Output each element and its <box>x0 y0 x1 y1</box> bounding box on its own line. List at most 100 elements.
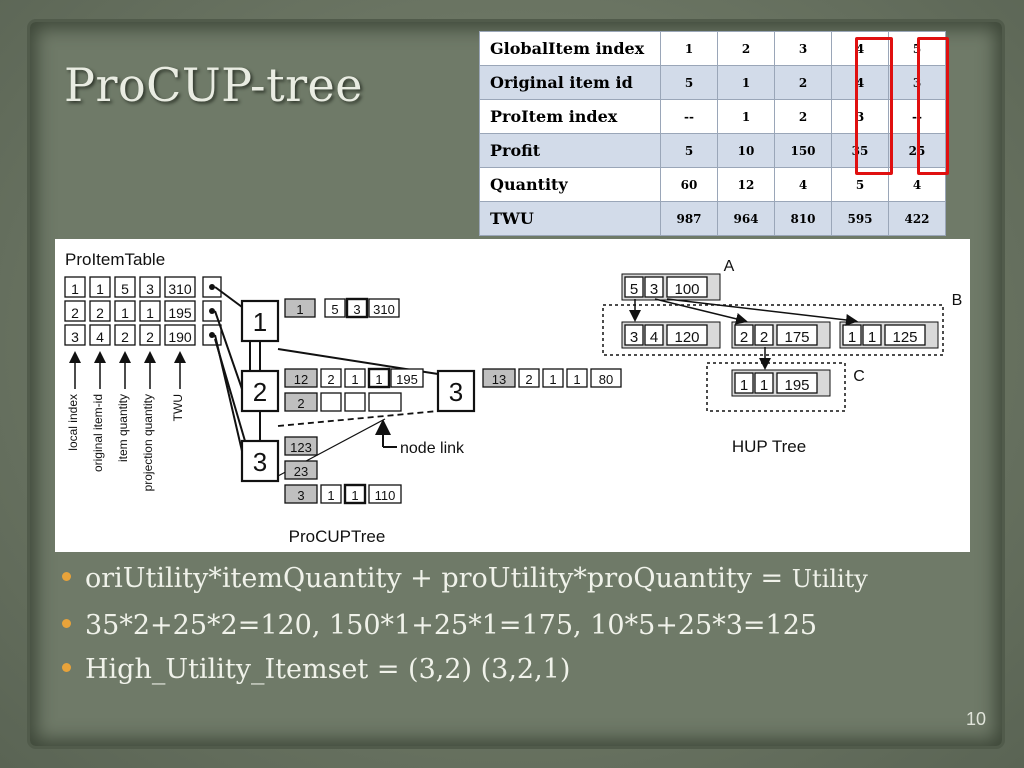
table-cell: 1 <box>717 99 775 134</box>
table-cell: 5 <box>660 65 718 100</box>
proitem-cell <box>64 300 86 322</box>
hup-letter-c: C <box>853 368 865 385</box>
record-cell <box>566 368 588 388</box>
cell-text: 4 <box>650 329 658 346</box>
cell-text: 310 <box>168 281 192 297</box>
proitem-cell <box>114 276 136 298</box>
bullet-dot <box>62 663 71 672</box>
proitem-table-title: ProItemTable <box>65 250 165 269</box>
proitem-cell <box>64 276 86 298</box>
highlight-box-column-4 <box>855 37 893 175</box>
cell-text: 2 <box>297 396 304 411</box>
cell-text: 195 <box>784 377 809 394</box>
table-cell: 1 <box>660 31 718 66</box>
cell-text: 1 <box>375 372 382 387</box>
cell-text: 120 <box>674 329 699 346</box>
hup-cell <box>666 276 708 298</box>
record-cell <box>482 368 516 388</box>
record-cell <box>284 368 318 388</box>
bullet-text: 35*2+25*2=120, 150*1+25*1=175, 10*5+25*3… <box>85 610 818 641</box>
record-cell <box>284 484 318 504</box>
hup-letter-b: B <box>952 292 963 309</box>
cell-text: 1 <box>146 305 154 321</box>
connector-line <box>214 286 243 308</box>
cell-text: 2 <box>525 372 532 387</box>
hup-cell <box>624 276 644 298</box>
record-cell <box>542 368 564 388</box>
hup-cell <box>754 324 774 346</box>
hup-letter-a: A <box>724 258 735 275</box>
table-cell: 4 <box>831 65 889 100</box>
cell-text: 23 <box>294 464 308 479</box>
cell-text: 1 <box>760 377 768 394</box>
table-cell: 150 <box>774 133 832 168</box>
cell-text: 80 <box>599 372 613 387</box>
hup-tree-label: HUP Tree <box>732 437 806 456</box>
record-cell <box>368 392 402 412</box>
cell-text: 190 <box>168 329 192 345</box>
table-cell: 1 <box>717 65 775 100</box>
cell-text: 3 <box>146 281 154 297</box>
axis-label: original item-id <box>91 394 105 472</box>
cell-text: 1 <box>868 329 876 346</box>
row-header: Original item id <box>479 65 661 100</box>
proitem-cell <box>89 300 111 322</box>
table-cell: 422 <box>888 201 946 236</box>
row-header: TWU <box>479 201 661 236</box>
pointer-dot <box>209 332 215 338</box>
proitem-cell <box>64 324 86 346</box>
cell-text: 1 <box>351 372 358 387</box>
cell-text: 310 <box>373 302 395 317</box>
record-cell <box>368 484 402 504</box>
hup-cell <box>862 324 882 346</box>
table-cell: 2 <box>774 65 832 100</box>
table-cell: 3 <box>774 31 832 66</box>
connector-line <box>214 338 246 442</box>
axis-label: projection quantity <box>141 394 155 491</box>
record-cell <box>367 367 391 389</box>
record-cell <box>343 483 367 505</box>
record-cell <box>344 392 366 412</box>
table-cell: 987 <box>660 201 718 236</box>
hup-cell <box>734 324 754 346</box>
record-cell <box>284 460 318 480</box>
hup-arrow <box>654 298 748 325</box>
hup-cell <box>776 324 818 346</box>
proitem-cell <box>139 276 161 298</box>
cell-text: 2 <box>121 329 129 345</box>
bullet-calculation: 35*2+25*2=120, 150*1+25*1=175, 10*5+25*3… <box>62 610 817 641</box>
row-header: Quantity <box>479 167 661 202</box>
hup-cell <box>754 372 774 394</box>
cell-text: 3 <box>630 329 638 346</box>
table-cell: 810 <box>774 201 832 236</box>
table-cell: 2 <box>774 99 832 134</box>
cell-text: 1 <box>96 281 104 297</box>
cell-text: 2 <box>327 372 334 387</box>
cell-text: 3 <box>71 329 79 345</box>
table-cell: 12 <box>717 167 775 202</box>
cell-text: 2 <box>96 305 104 321</box>
table-cell: 595 <box>831 201 889 236</box>
cell-text: 195 <box>396 372 418 387</box>
hup-cell <box>644 276 664 298</box>
hup-cell <box>884 324 926 346</box>
record-cell <box>320 368 342 388</box>
cell-text: 1 <box>848 329 856 346</box>
table-cell: 4 <box>774 167 832 202</box>
tree-node-label: 3 <box>449 377 463 407</box>
hup-group-c <box>706 362 846 412</box>
pointer-dot <box>209 308 215 314</box>
cell-text: 3 <box>297 488 304 503</box>
cell-text: 4 <box>96 329 104 345</box>
proitem-cell <box>164 324 196 346</box>
slide-title: ProCUP-tree <box>64 58 363 112</box>
bullet-text-tail: Utility <box>791 565 868 593</box>
row-header: Profit <box>479 133 661 168</box>
pointer-dot <box>209 284 215 290</box>
tree-node-label: 1 <box>253 307 267 337</box>
bullet-utility-formula: oriUtility*itemQuantity + proUtility*pro… <box>62 563 868 594</box>
cell-text: 1 <box>351 488 358 503</box>
record-cell <box>345 297 369 319</box>
node-link-line <box>277 410 439 427</box>
